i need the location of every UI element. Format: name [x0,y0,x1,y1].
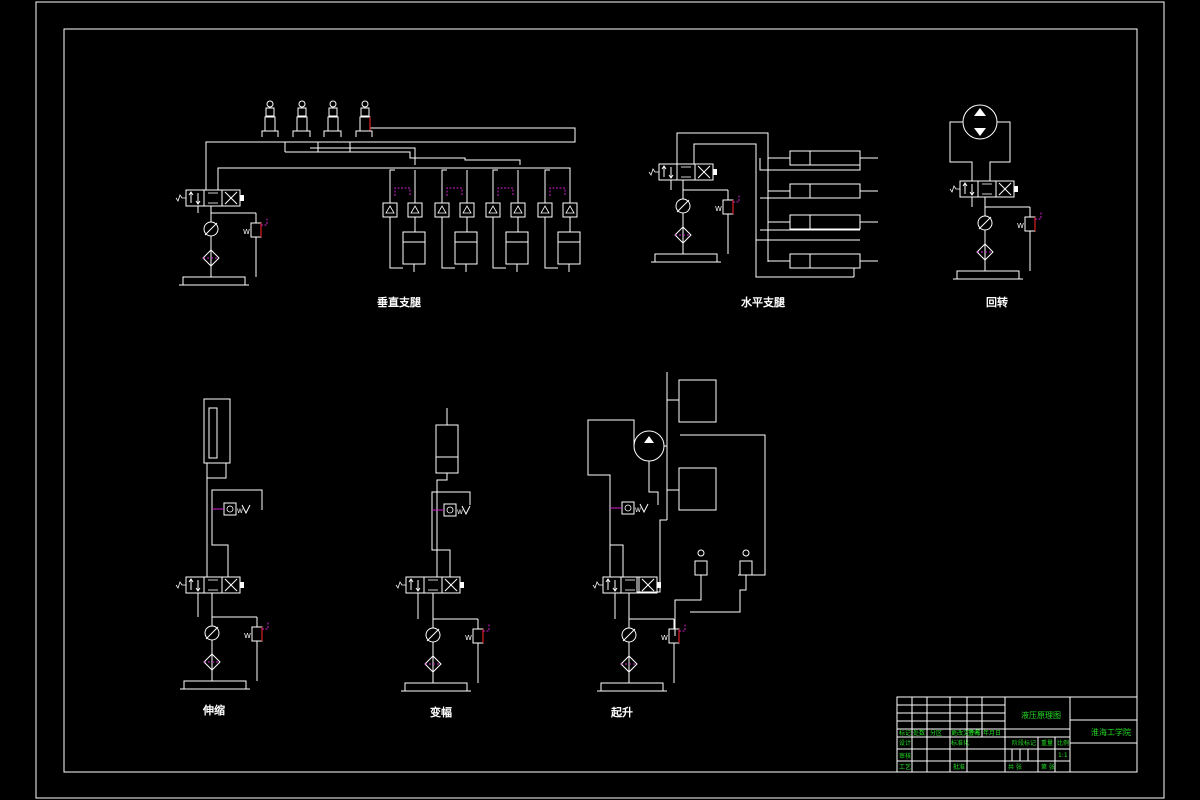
outer-border [35,1,1165,799]
horizontal-leg-circuit [648,132,879,278]
tb-cell-signature: 签名 [968,729,980,737]
inner-border [63,28,1138,773]
circuit-label-luffing: 变幅 [430,705,452,719]
luffing-circuit [395,408,490,692]
tb-cell-scale: 比例 [1057,739,1069,747]
tb-cell-process: 工艺 [899,763,911,771]
tb-cell-review: 审核 [899,752,911,760]
tb-cell-stage-mark: 阶段标记 [1012,739,1036,747]
tb-cell-change-doc: 更改文件号 [951,729,981,737]
circuit-label-hoisting: 起升 [610,705,633,719]
tb-cell-design: 设计 [899,739,911,747]
hoisting-circuit [587,372,766,692]
tb-cell-date: 年月日 [983,729,1001,737]
tb-cell-approve: 批准 [953,763,965,771]
tb-cell-sheet-no: 第 张 [1041,763,1055,771]
tb-scale-value: 1:1 [1058,752,1068,759]
title-block: 液压原理图 淮海工学院 标记 处数 分区 更改文件号 签名 年月日 设计 标准化… [896,696,1138,773]
tb-cell-mark: 标记 [899,729,911,737]
vertical-leg-circuit [175,100,581,286]
telescoping-circuit [175,398,269,690]
tb-cell-weight: 重量 [1041,739,1053,747]
tb-cell-count: 处数 [913,729,925,737]
tb-cell-standardization: 标准化 [951,739,969,747]
tb-cell-total-sheets: 共 张 [1008,763,1022,771]
circuit-label-slewing: 回转 [986,295,1008,309]
slewing-circuit [949,104,1042,280]
circuit-label-horizontal-leg: 水平支腿 [741,295,786,309]
drawing-title: 液压原理图 [1021,710,1061,720]
company-name: 淮海工学院 [1091,727,1131,737]
tb-cell-zone: 分区 [930,729,942,737]
circuit-label-telescoping: 伸缩 [202,703,225,717]
circuit-label-vertical-leg: 垂直支腿 [377,295,422,309]
